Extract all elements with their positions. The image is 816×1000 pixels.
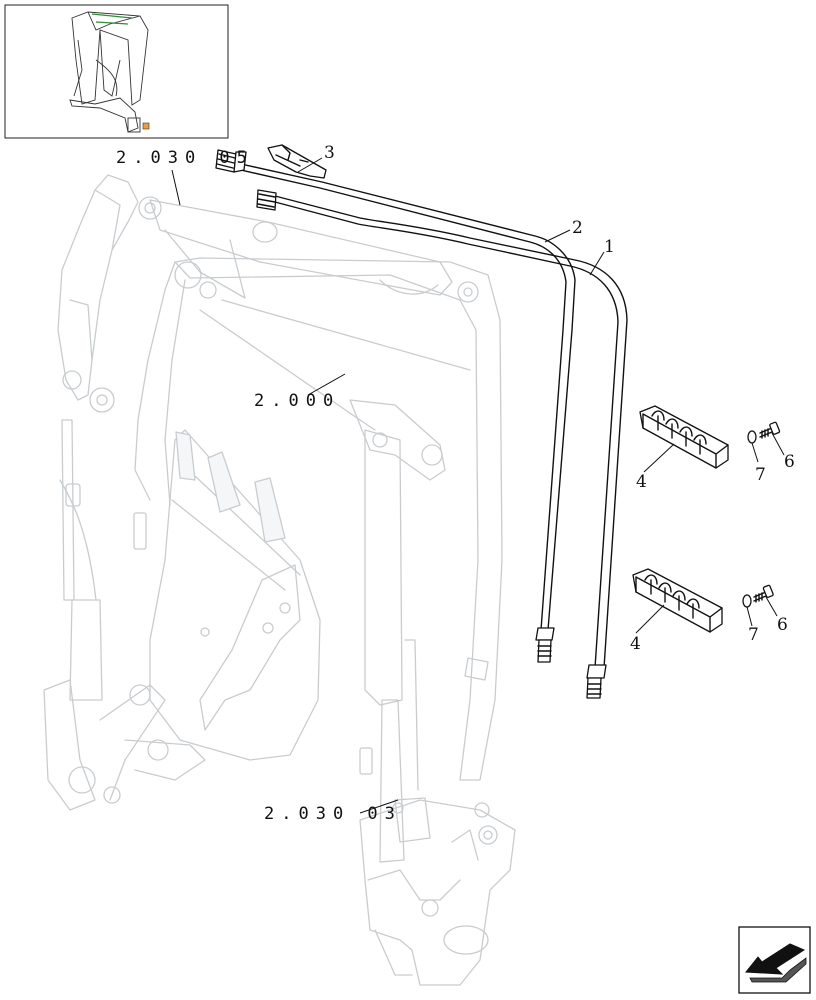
- label-clamp-4-upper: 4: [636, 472, 647, 492]
- boom-assembly-ghost: [43, 174, 516, 986]
- screw-6-lower[interactable]: [753, 584, 774, 603]
- label-screw-6-lower: 6: [777, 615, 788, 635]
- hydraulic-pipe-2[interactable]: [215, 149, 576, 663]
- pipe-clamp-4-upper[interactable]: [639, 405, 729, 469]
- arrow-left-icon: [745, 943, 807, 983]
- thumbnail-focus-marker: [142, 122, 150, 130]
- label-pipe-2: 2: [572, 218, 583, 238]
- cross-references: 2.030 05 2.000 2.030 03: [116, 148, 402, 824]
- overview-thumbnail[interactable]: [4, 4, 229, 139]
- leader-lines: [171, 157, 785, 814]
- pipe-clamp-4-lower[interactable]: [632, 568, 723, 633]
- ref-boom: 2.000: [254, 391, 340, 411]
- pipe-clamp-3[interactable]: [267, 144, 327, 179]
- nav-back-button[interactable]: [738, 926, 811, 994]
- label-washer-7-upper: 7: [755, 465, 766, 485]
- item-labels: 1 2 3 4 4 6 6 7 7: [324, 143, 795, 654]
- washer-7-lower[interactable]: [742, 594, 752, 608]
- thumbnail-machine: [69, 11, 149, 133]
- label-pipe-1: 1: [604, 237, 615, 257]
- ref-bottom: 2.030 03: [264, 804, 402, 824]
- label-clamp-4-lower: 4: [630, 634, 641, 654]
- label-washer-7-lower: 7: [748, 625, 759, 645]
- label-screw-6-upper: 6: [784, 452, 795, 472]
- ref-top: 2.030 05: [116, 148, 254, 168]
- thumbnail-highlight: [91, 13, 133, 25]
- screw-6-upper[interactable]: [759, 421, 781, 439]
- hydraulic-pipe-1[interactable]: [256, 189, 628, 699]
- washer-7-upper[interactable]: [747, 430, 757, 444]
- label-clamp-3: 3: [324, 143, 335, 163]
